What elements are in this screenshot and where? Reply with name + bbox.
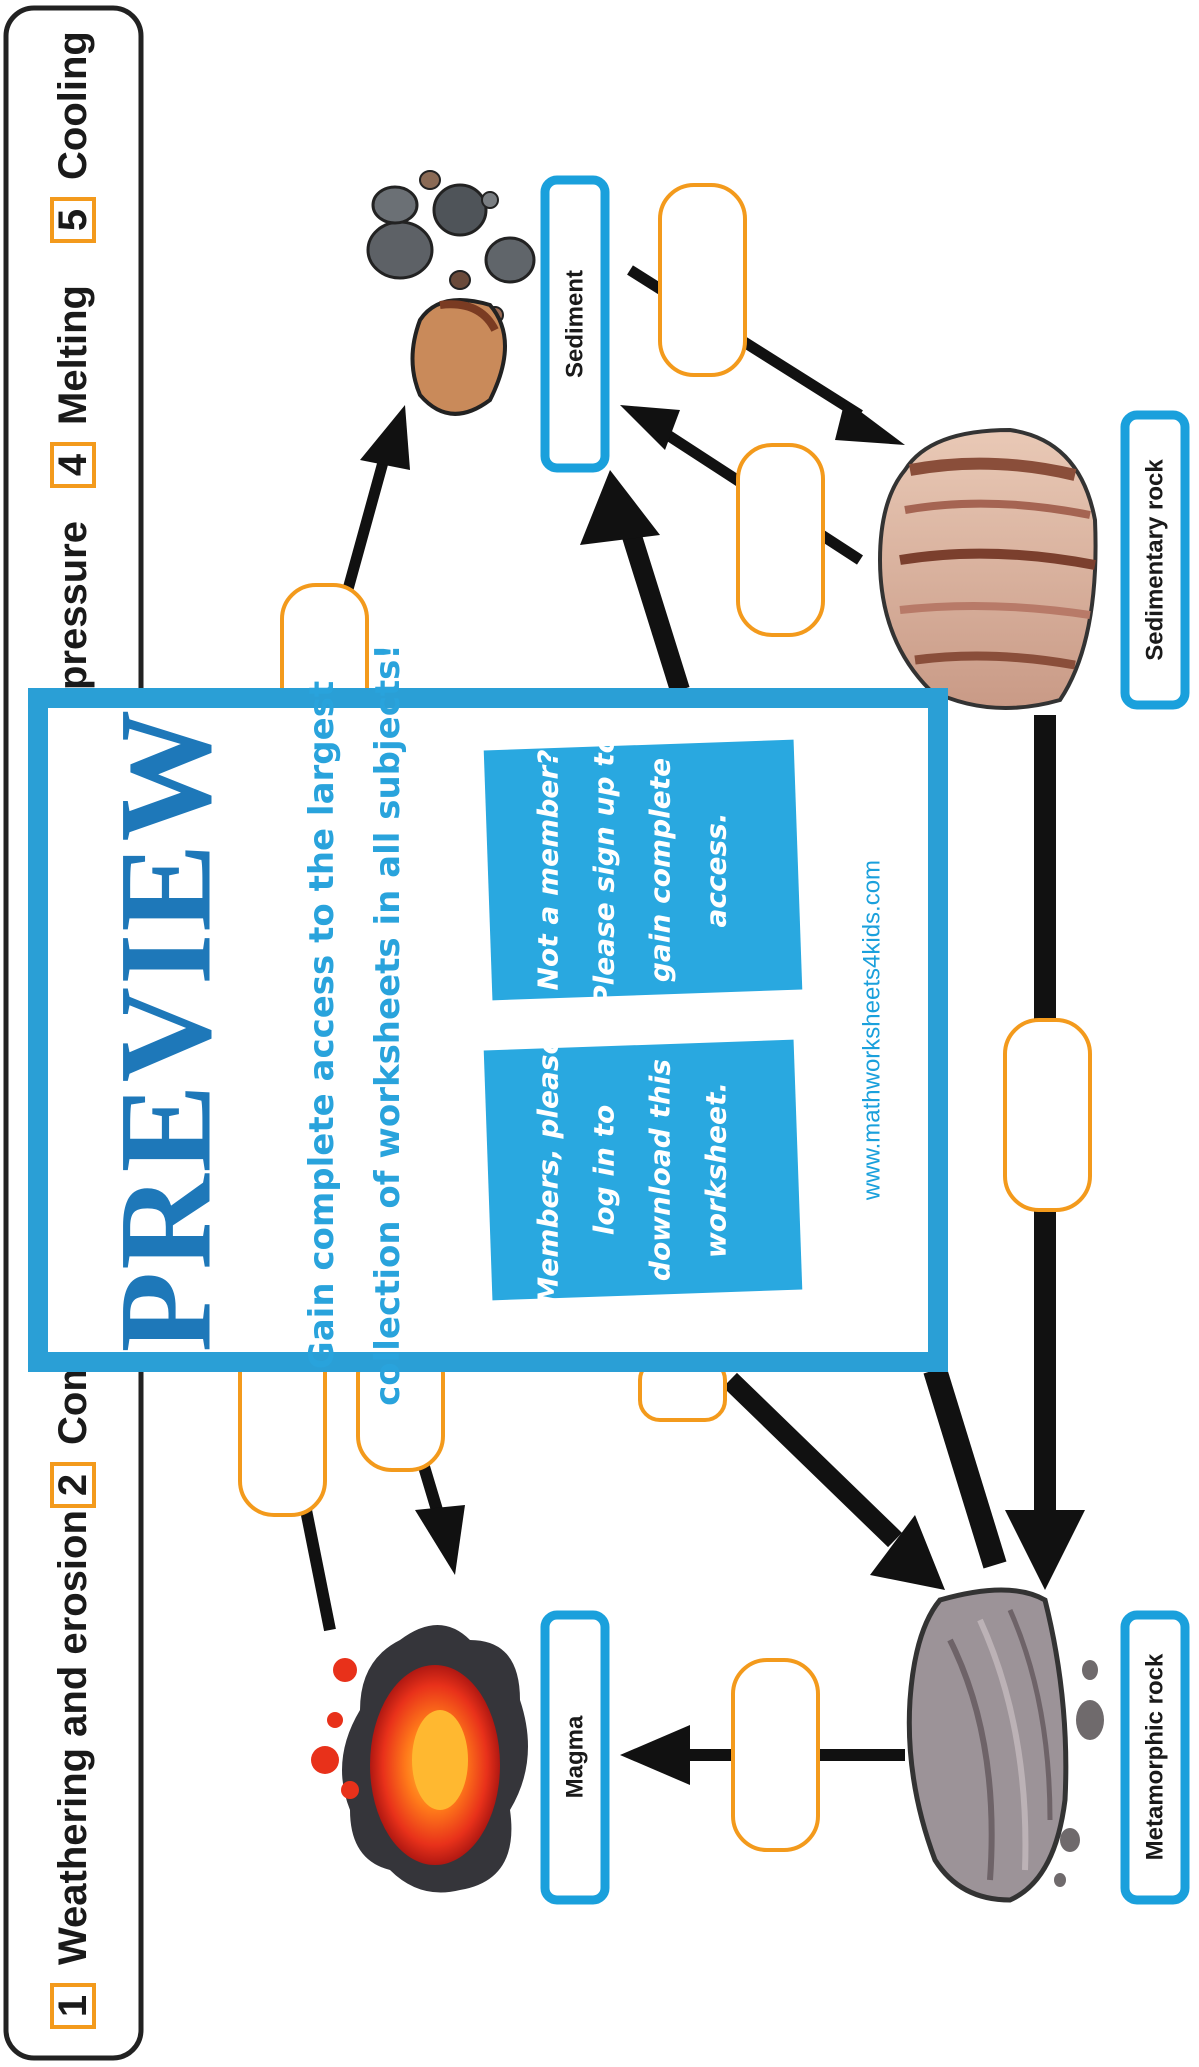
preview-title: PREVIEW: [92, 708, 239, 1353]
answer-box-sedimentary-to-metamorphic[interactable]: [1005, 1020, 1090, 1210]
preview-url-link[interactable]: www.mathworksheets4kids.com: [859, 860, 886, 1201]
sedimentary-rock-image: [880, 430, 1096, 708]
arrow-head: [620, 1725, 690, 1785]
legend-item-3: pressure: [51, 521, 95, 690]
legend-label-melting: Melting: [51, 285, 95, 425]
legend-item-2: 2 Com: [51, 1356, 95, 1506]
legend-label-pressure: pressure: [51, 521, 95, 690]
members-card[interactable]: Members, please log in to download this …: [484, 1035, 803, 1304]
legend-item-1: 1 Weathering and erosion: [51, 1510, 95, 2027]
sediment-pebbles-image: [368, 171, 534, 414]
arrow-metamorphic-to-sediment: [630, 530, 680, 690]
answer-box-sedimentary-to-sediment[interactable]: [738, 445, 823, 635]
signup-card-line1: Not a member?: [532, 750, 565, 991]
legend-number-1: 1: [51, 1995, 95, 2017]
arrow-head: [360, 405, 410, 470]
sedimentary-rock-label: Sedimentary rock: [1142, 459, 1169, 661]
signup-card[interactable]: Not a member? Please sign up to gain com…: [484, 734, 803, 1006]
legend-item-4: 4 Melting: [51, 285, 95, 486]
members-card-line1: Members, please: [532, 1035, 565, 1304]
members-card-line3: download this: [644, 1059, 677, 1281]
answer-box-metamorphic-to-magma[interactable]: [733, 1660, 818, 1850]
magma-image: [311, 1625, 528, 1893]
preview-subtitle-line2: collection of worksheets in all subjects…: [368, 644, 408, 1406]
signup-card-line2: Please sign up to: [588, 734, 621, 1006]
legend-number-2: 2: [51, 1474, 95, 1496]
metamorphic-rock-label: Metamorphic rock: [1142, 1653, 1169, 1860]
arrow-to-metamorphic-b: [935, 1370, 995, 1565]
members-card-line2: log in to: [588, 1105, 621, 1236]
legend-label-weathering: Weathering and erosion: [51, 1510, 95, 1965]
legend-item-5: 5 Cooling: [51, 31, 95, 241]
label-sediment: Sediment: [545, 180, 605, 468]
label-sedimentary-rock: Sedimentary rock: [1125, 415, 1185, 705]
sediment-label: Sediment: [562, 270, 589, 378]
preview-subtitle-line1: Gain complete access to the largest: [302, 681, 342, 1369]
answer-box-sediment-to-sedimentary[interactable]: [660, 185, 745, 375]
legend-number-5: 5: [51, 209, 95, 231]
preview-overlay: PREVIEW Gain complete access to the larg…: [38, 644, 938, 1406]
arrow-head: [415, 1505, 465, 1575]
legend-number-4: 4: [51, 453, 95, 476]
label-magma: Magma: [545, 1615, 605, 1900]
arrow-head: [580, 470, 660, 545]
arrow-head: [835, 400, 905, 445]
legend-label-cooling: Cooling: [51, 31, 95, 180]
magma-label: Magma: [562, 1715, 589, 1798]
signup-card-line3: gain complete: [644, 758, 677, 982]
arrow-to-sediment-pile: [345, 455, 385, 600]
arrow-head: [1005, 1510, 1085, 1590]
arrow-to-metamorphic-a: [730, 1380, 895, 1540]
label-metamorphic-rock: Metamorphic rock: [1125, 1615, 1185, 1900]
metamorphic-rock-image: [909, 1590, 1104, 1900]
signup-card-line4: access.: [700, 812, 733, 927]
members-card-line4: worksheet.: [700, 1082, 733, 1258]
